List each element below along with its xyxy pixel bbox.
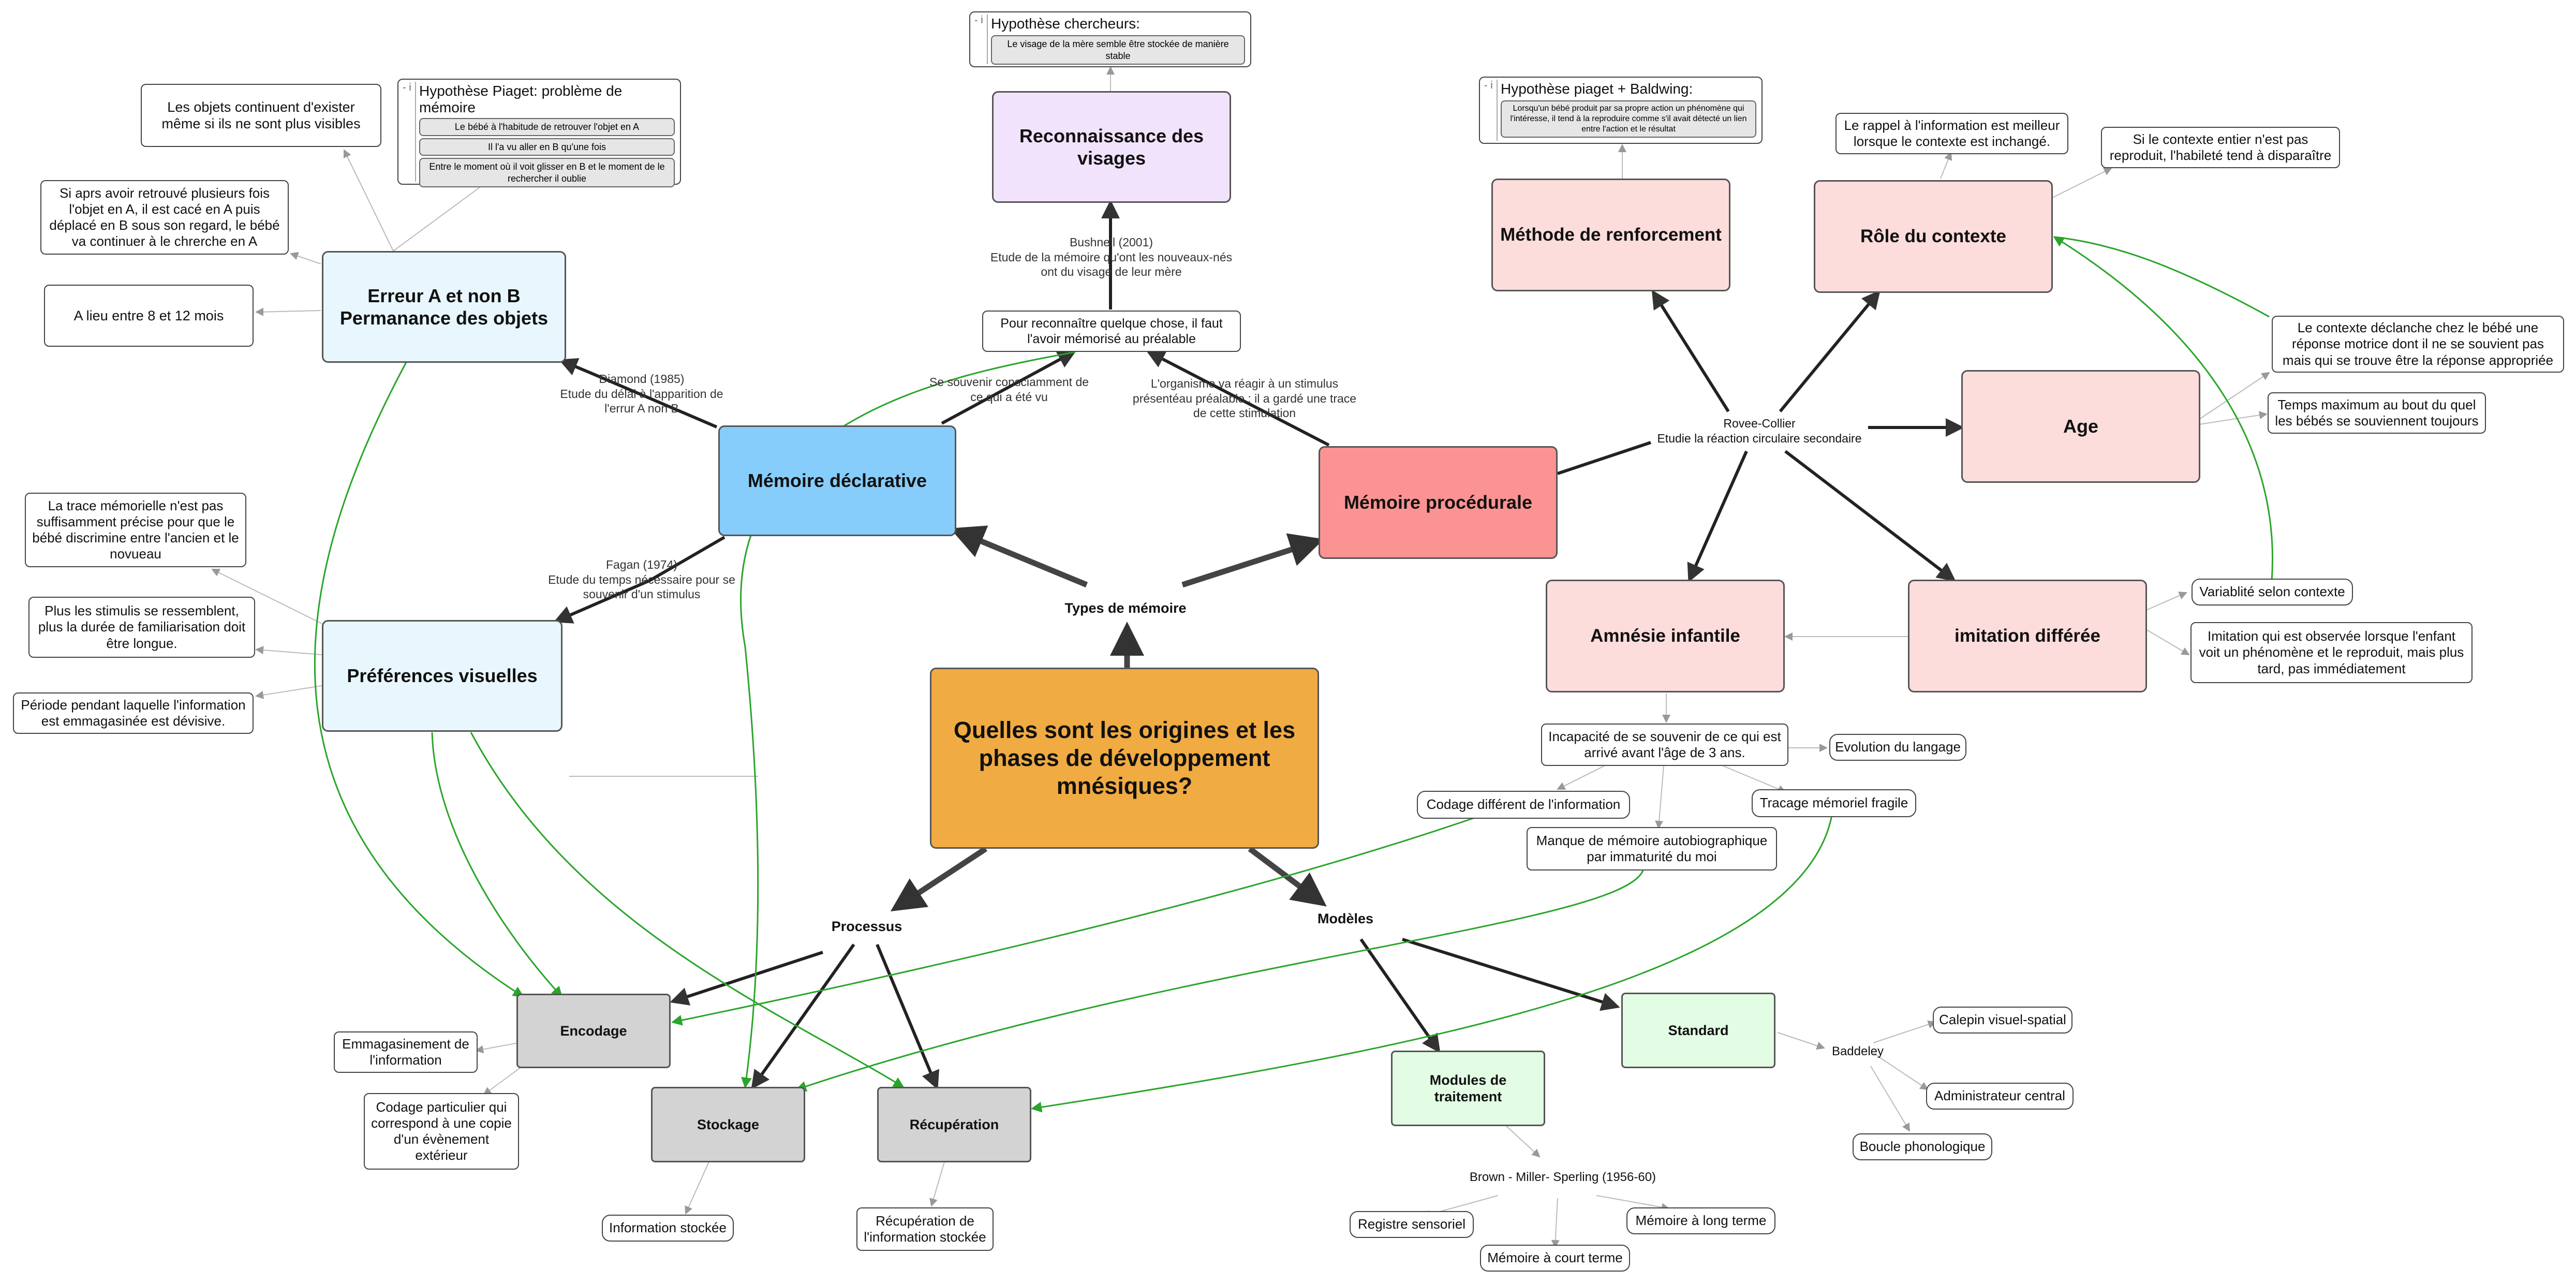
central-topic[interactable]: Quelles sont les origines et les phases …	[930, 668, 1319, 849]
edge-declarative-erreur	[558, 358, 718, 429]
node-memoire-declarative[interactable]: Mémoire déclarative	[718, 425, 956, 536]
leaf-contexte-declanche[interactable]: Le contexte déclanche chez le bébé une r…	[2272, 316, 2564, 373]
leaf-objets-continuent[interactable]: Les objets continuent d'exister même si …	[141, 84, 381, 147]
edge-rovee-contexte	[1779, 290, 1881, 412]
sub-branches	[553, 200, 1964, 1090]
note-item: Le visage de la mère semble être stockée…	[991, 35, 1245, 65]
node-methode-renforcement[interactable]: Méthode de renforcement	[1491, 179, 1730, 291]
edge-rovee-amnesie	[1687, 450, 1748, 583]
leaf-emmagasinement[interactable]: Emmagasinement de l'information	[334, 1031, 478, 1073]
note-hypothese-chercheurs[interactable]: - i Hypothèse chercheurs: Le visage de l…	[969, 11, 1251, 67]
node-amnesie-infantile[interactable]: Amnésie infantile	[1546, 580, 1785, 692]
leaf-connectors	[211, 66, 2270, 1248]
leaf-codage-different[interactable]: Codage différent de l'information	[1417, 791, 1630, 819]
leaf-rappel[interactable]: Le rappel à l'information est meilleur l…	[1835, 113, 2068, 154]
edge-rovee-imitation	[1784, 450, 1956, 582]
edge-types-declarative	[950, 525, 1088, 588]
node-encodage[interactable]: Encodage	[516, 994, 671, 1068]
node-modules-traitement[interactable]: Modules de traitement	[1391, 1051, 1545, 1126]
edge-label-bushnell: Bushnell (2001) Etude de la mémoire qu'o…	[990, 235, 1233, 279]
leaf-periode[interactable]: Période pendant laquelle l'information e…	[13, 692, 254, 734]
leaf-evolution-langage[interactable]: Evolution du langage	[1829, 734, 1966, 761]
note-item: Entre le moment où il voit glisser en B …	[419, 158, 675, 187]
node-reconnaissance-visages[interactable]: Reconnaissance des visages	[992, 91, 1231, 203]
note-divider	[987, 14, 988, 64]
leaf-recuperation-info[interactable]: Récupération de l'information stockée	[856, 1207, 994, 1251]
note-item: Le bébé à l'habitude de retrouver l'obje…	[419, 118, 675, 136]
leaf-incapacite[interactable]: Incapacité de se souvenir de ce qui est …	[1541, 724, 1788, 766]
edge-label-fagan: Fagan (1974) Etude du temps nécessaire p…	[548, 557, 735, 601]
leaf-boucle[interactable]: Boucle phonologique	[1853, 1133, 1992, 1160]
note-divider	[1497, 80, 1498, 141]
node-standard[interactable]: Standard	[1621, 993, 1775, 1068]
leaf-information-stockee[interactable]: Information stockée	[602, 1215, 734, 1242]
edge-central-processus	[890, 846, 988, 912]
leaf-contexte-entier[interactable]: Si le contexte entier n'est pas reprodui…	[2101, 127, 2340, 168]
leaf-memoire-court-terme[interactable]: Mémoire à court terme	[1480, 1245, 1630, 1272]
note-toggle[interactable]: - i	[403, 82, 411, 93]
edge-types-procedurale	[1181, 533, 1324, 588]
note-toggle[interactable]: - i	[1484, 80, 1493, 91]
edge-processus-recuperation	[876, 943, 940, 1090]
edge-modeles-modules	[1359, 938, 1441, 1053]
label-brown-miller-sperling[interactable]: Brown - Miller- Sperling (1956-60)	[1469, 1170, 1656, 1184]
label-processus[interactable]: Processus	[831, 918, 902, 934]
node-memoire-procedurale[interactable]: Mémoire procédurale	[1319, 446, 1558, 559]
leaf-stimulis[interactable]: Plus les stimulis se ressemblent, plus l…	[28, 597, 255, 658]
edge-label-souvenir: Se souvenir consciamment de ce qui a été…	[929, 375, 1089, 404]
edge-label-diamond: Diamond (1985) Etude du délai à l'appari…	[560, 372, 723, 416]
note-title: Hypothèse piaget + Baldwing:	[1501, 81, 1693, 97]
leaf-calepin[interactable]: Calepin visuel-spatial	[1933, 1007, 2072, 1034]
leaf-imitation-observee[interactable]: Imitation qui est observée lorsque l'enf…	[2190, 622, 2473, 683]
node-role-contexte[interactable]: Rôle du contexte	[1814, 180, 2053, 293]
leaf-lieu-8-12[interactable]: A lieu entre 8 et 12 mois	[44, 285, 254, 347]
note-item: Lorsqu'un bébé produit par sa propre act…	[1501, 100, 1756, 138]
node-preferences-visuelles[interactable]: Préférences visuelles	[322, 620, 562, 732]
label-rovee-collier[interactable]: Rovee-Collier Etudie la réaction circula…	[1657, 417, 1862, 445]
leaf-codage-particulier[interactable]: Codage particulier qui correspond à une …	[364, 1093, 519, 1170]
note-toggle[interactable]: - i	[974, 14, 983, 26]
edge-procedurale-reconnaitre	[1146, 350, 1330, 447]
leaf-temps-maximum[interactable]: Temps maximum au bout du quel les bébés …	[2268, 392, 2486, 434]
edge-label-organisme: L'organisme va réagir à un stimulus prés…	[1132, 376, 1357, 420]
edge-processus-encodage	[670, 951, 823, 1006]
label-modeles[interactable]: Modèles	[1317, 910, 1374, 926]
label-baddeley[interactable]: Baddeley	[1831, 1044, 1884, 1058]
leaf-administrateur[interactable]: Administrateur central	[1926, 1083, 2074, 1110]
node-recuperation[interactable]: Récupération	[877, 1087, 1031, 1162]
leaf-trace-memorielle[interactable]: La trace mémorielle n'est pas suffisamme…	[25, 493, 246, 567]
node-erreur-a-non-b[interactable]: Erreur A et non B Permanance des objets	[322, 251, 566, 363]
leaf-memoire-long-terme[interactable]: Mémoire à long terme	[1626, 1207, 1775, 1234]
leaf-registre-sensoriel[interactable]: Registre sensoriel	[1350, 1211, 1474, 1238]
edge-declarative-preferences	[553, 536, 726, 624]
label-types-memoire[interactable]: Types de mémoire	[1064, 600, 1187, 616]
edge-rovee-renforcement	[1651, 289, 1730, 412]
edge-procedurale-rovee	[1557, 441, 1651, 475]
edge-modeles-standard	[1402, 938, 1620, 1011]
note-title: Hypothèse chercheurs:	[991, 16, 1140, 32]
note-divider	[415, 82, 416, 182]
leaf-reconnaitre[interactable]: Pour reconnaître quelque chose, il faut …	[982, 311, 1241, 352]
note-hypothese-baldwing[interactable]: - i Hypothèse piaget + Baldwing: Lorsqu'…	[1479, 77, 1763, 144]
leaf-si-apres[interactable]: Si aprs avoir retrouvé plusieurs fois l'…	[40, 180, 289, 255]
cross-links	[314, 236, 2273, 1113]
note-title: Hypothèse Piaget: problème de mémoire	[419, 83, 623, 115]
edge-processus-stockage	[751, 943, 855, 1089]
node-imitation-differee[interactable]: imitation différée	[1908, 580, 2147, 692]
note-hypothese-piaget[interactable]: - i Hypothèse Piaget: problème de mémoir…	[397, 79, 681, 187]
leaf-manque-memoire[interactable]: Manque de mémoire autobiographique par i…	[1527, 827, 1777, 870]
node-age[interactable]: Age	[1961, 370, 2200, 483]
leaf-variabilite[interactable]: Variablité selon contexte	[2192, 579, 2353, 606]
node-stockage[interactable]: Stockage	[651, 1087, 805, 1162]
note-item: Il l'a vu aller en B qu'une fois	[419, 138, 675, 156]
edge-declarative-reconnaitre	[941, 350, 1077, 425]
leaf-tracage-fragile[interactable]: Tracage mémoriel fragile	[1752, 789, 1916, 817]
